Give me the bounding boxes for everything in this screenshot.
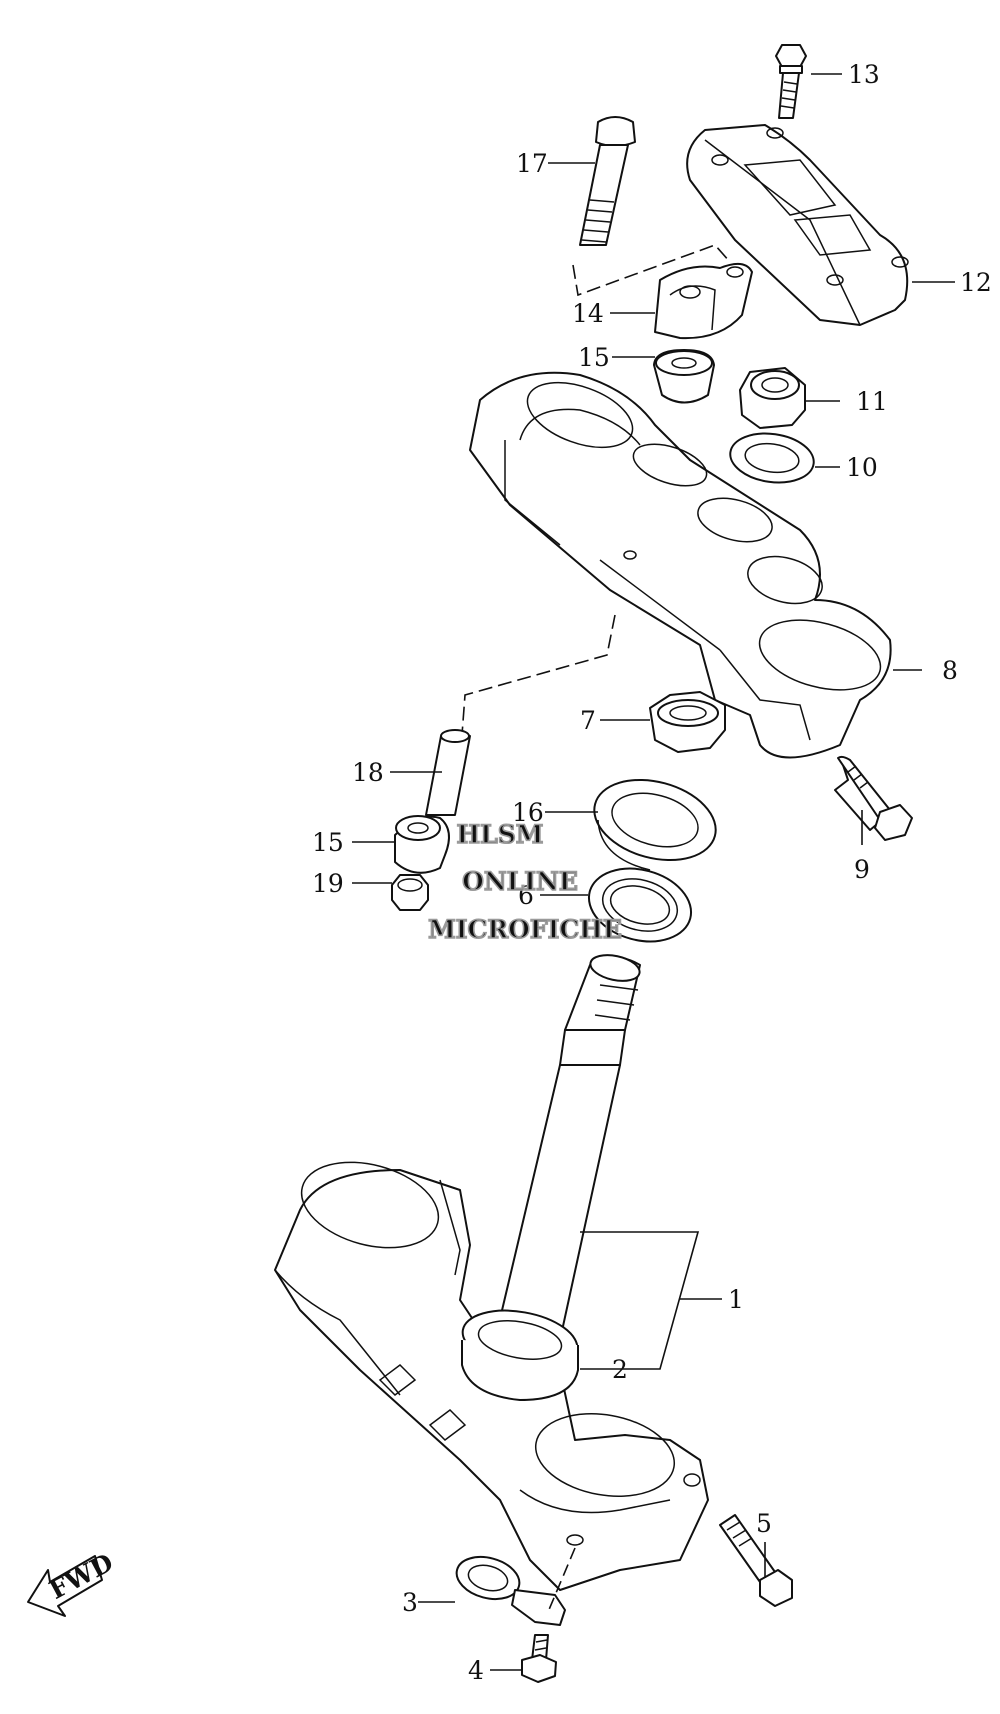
- part-14-holder: [654, 262, 753, 340]
- part-17-bolt: [579, 116, 636, 246]
- label-5: 5: [756, 1509, 772, 1538]
- label-13: 13: [848, 60, 880, 89]
- label-17: 17: [516, 149, 548, 178]
- part-16-seal: [593, 778, 717, 871]
- callout-labels: 1 2 3 4 5 6 7 8 9 10 11 12 13 14 15 15 1…: [312, 60, 992, 1685]
- part-2-bearing: [461, 1309, 579, 1401]
- part-7-nut: [649, 691, 726, 753]
- leader-lines: [352, 73, 955, 1671]
- part-10-washer: [729, 432, 815, 484]
- part-15-cushion-lower: [394, 815, 450, 874]
- part-13-bolt: [775, 44, 807, 119]
- watermark: HLSM ONLINE MICROFICHE: [427, 819, 622, 945]
- label-9: 9: [854, 855, 870, 884]
- part-8-upper-bracket: [469, 371, 892, 759]
- part-4-screw: [521, 1634, 557, 1683]
- part-9-bolt: [834, 755, 913, 841]
- label-15a: 15: [578, 343, 610, 372]
- part-19-nut: [391, 874, 429, 911]
- part-6-bearing: [587, 867, 693, 943]
- label-10: 10: [846, 453, 878, 482]
- label-1: 1: [728, 1285, 744, 1314]
- label-11: 11: [856, 387, 888, 416]
- label-15b: 15: [312, 828, 344, 857]
- label-18: 18: [352, 758, 384, 787]
- part-15-cushion-upper: [653, 349, 715, 404]
- part-1-steering-stem: [274, 954, 709, 1591]
- label-14: 14: [572, 299, 604, 328]
- part-11-nut: [739, 367, 806, 429]
- label-7: 7: [580, 706, 596, 735]
- part-3-hose-guide: [455, 1555, 566, 1626]
- fwd-arrow: FWD: [27, 1548, 118, 1617]
- fwd-label: FWD: [45, 1548, 118, 1605]
- label-2: 2: [612, 1355, 628, 1384]
- label-4: 4: [468, 1656, 484, 1685]
- watermark-line-3: MICROFICHE: [428, 915, 622, 944]
- watermark-line-1: HLSM: [457, 820, 544, 849]
- label-6: 6: [518, 881, 534, 910]
- label-19: 19: [312, 869, 344, 898]
- watermark-line-2: ONLINE: [462, 867, 578, 896]
- part-12-handlebar-holder: [686, 124, 909, 326]
- part-5-bolt: [719, 1514, 793, 1607]
- label-8: 8: [942, 656, 958, 685]
- part-18-collar: [425, 729, 471, 816]
- label-12: 12: [960, 268, 992, 297]
- label-3: 3: [402, 1588, 418, 1617]
- label-16: 16: [512, 798, 544, 827]
